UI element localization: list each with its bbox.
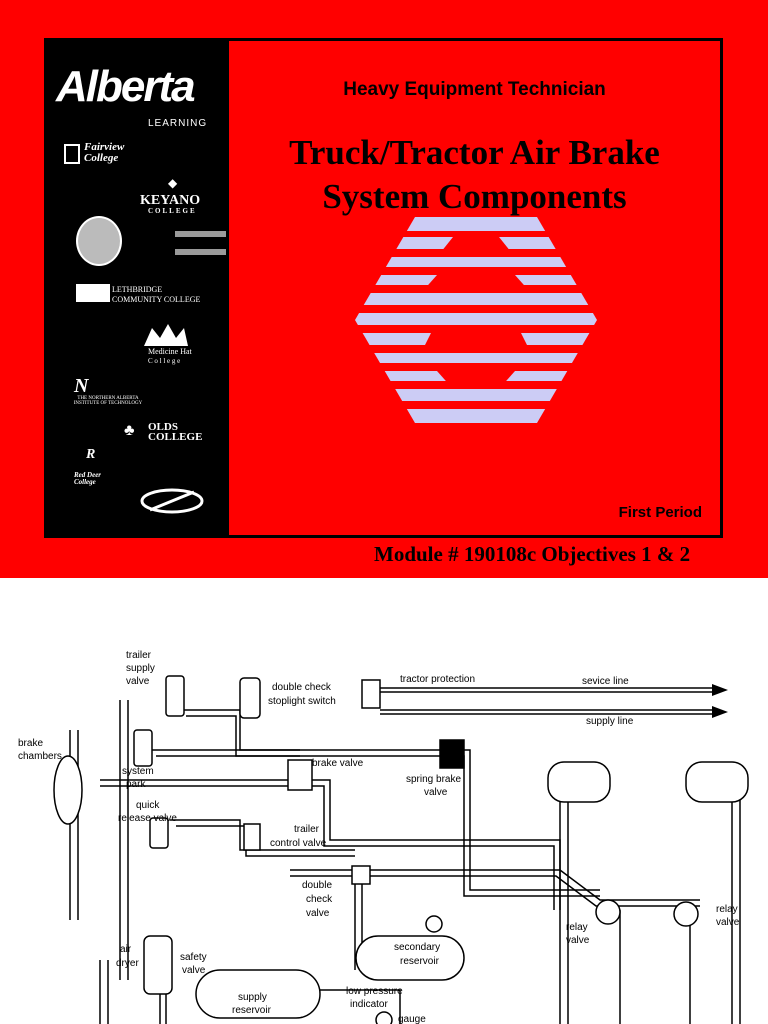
trailer-supply-valve-icon [165,675,185,717]
label-safety-valve-1: safety [180,952,207,963]
fairview-college-logo: Fairview College [84,141,125,164]
title-slide: Alberta LEARNING Fairview College ◆ KEYA… [0,0,768,578]
label-double-check-valve-1: double [302,880,332,891]
label-supply-line: supply line [586,716,634,727]
air-dryer-icon [143,935,173,995]
label-tractor-protection: tractor protection [400,674,475,685]
label-quick-release-1: quick [136,800,160,811]
label-brake-chambers-1: brake [18,738,43,749]
alberta-learning-label: LEARNING [148,118,208,129]
label-gauge: gauge [398,1014,426,1024]
rear-brake-chamber-right-icon [685,761,749,803]
label-safety-valve-2: valve [182,965,206,976]
label-trailer-supply-valve-1: trailer [126,650,152,661]
label-quick-release-2: release valve [118,813,177,824]
service-gladhand-icon [712,684,728,696]
slide-title-line2: System Components [322,177,627,216]
keyano-icon: ◆ [168,176,178,190]
label-brake-chambers-2: chambers [18,751,62,762]
nait-logo: THE NORTHERN ALBERTA INSTITUTE OF TECHNO… [73,396,143,406]
striped-hexagon-emblem [355,217,597,423]
double-check-valve-icon [239,677,261,719]
label-secondary-reservoir-2: reservoir [400,956,440,967]
label-relay-right-1: relay [716,904,738,915]
title-panel: Heavy Equipment Technician Truck/Tractor… [226,38,723,538]
fairview-icon [64,144,80,164]
label-spring-brake-1: spring brake [406,774,461,785]
label-low-pressure-2: indicator [350,999,388,1010]
secondary-reservoir-icon [355,935,465,981]
slide-title-line1: Truck/Tractor Air Brake [289,133,660,172]
label-brake-valve: brake valve [312,758,364,769]
nait-icon: N [74,375,89,397]
medicine-hat-logo-line2: C o l l e g e [148,357,181,365]
olds-leaf-icon: ♣ [124,422,135,439]
supply-reservoir-icon [195,969,321,1019]
label-relay-left-1: relay [566,922,588,933]
module-label: Module # 190108c Objectives 1 & 2 [374,542,691,566]
divider-bar-top [175,231,245,237]
medicine-hat-logo-line1: Medicine Hat [148,347,192,356]
label-trailer-supply-valve-2: supply [126,663,155,674]
supply-gladhand-icon [712,706,728,718]
label-double-check-valve-3: valve [306,908,330,919]
label-air-dryer-1: air [120,944,132,955]
divider-bar-bottom [175,249,245,255]
label-air-dryer-2: dryer [116,958,139,969]
relay-valve-right-icon [673,901,699,927]
brake-chamber-icon [53,755,83,825]
lethbridge-icon [76,284,110,302]
sait-logo-icon [140,488,204,514]
course-subtitle: Heavy Equipment Technician [343,79,606,100]
relay-valve-left-icon [595,899,621,925]
air-lines [69,687,741,1024]
pressure-gauge-icon [425,915,443,933]
label-secondary-reservoir-1: secondary [394,942,440,953]
air-brake-system-diagram: trailer supply valve brake chambers syst… [18,650,749,1024]
red-deer-icon: R [86,447,96,462]
spring-brake-valve-icon [439,739,465,769]
gauge-icon [375,1011,393,1024]
label-low-pressure-1: low pressure [346,986,403,997]
label-double-check-2: stoplight switch [268,696,336,707]
label-relay-left-2: valve [566,935,590,946]
tractor-protection-valve-icon [361,679,381,709]
label-double-check-valve-2: check [306,894,333,905]
period-label: First Period [618,504,702,521]
label-service-line: sevice line [582,676,629,687]
label-system-park-2: park [126,779,146,790]
label-relay-right-2: valve [716,917,740,928]
system-park-valve-icon [133,729,153,767]
red-deer-college-logo: Red Deer College [74,471,102,486]
label-trailer-supply-valve-3: valve [126,676,150,687]
double-check-valve-center-icon [351,865,371,885]
college-crest-icon [76,216,122,266]
lethbridge-logo-line1: LETHBRIDGE [112,285,163,294]
quick-release-valve-icon [149,817,169,849]
lethbridge-logo-line2: COMMUNITY COLLEGE [112,295,201,304]
label-system-park-1: system [122,766,154,777]
keyano-logo: KEYANO [140,193,201,208]
slide-title: Truck/Tractor Air Brake System Component… [229,131,720,219]
label-double-check-1: double check [272,682,332,693]
olds-college-logo: OLDS COLLEGE [148,421,203,443]
label-trailer-control-1: trailer [294,824,320,835]
label-supply-reservoir-1: supply [238,992,267,1003]
label-spring-brake-2: valve [424,787,448,798]
keyano-college-label: COLLEGE [148,207,197,215]
label-supply-reservoir-2: reservoir [232,1005,272,1016]
trailer-control-valve-icon [243,823,261,851]
alberta-logo: Alberta [56,62,196,111]
brake-valve-icon [287,759,313,791]
college-logos-sidebar: Alberta LEARNING Fairview College ◆ KEYA… [44,38,226,538]
label-trailer-control-2: control valve [270,838,327,849]
medicine-hat-icon [144,324,188,346]
rear-brake-chamber-left-icon [547,761,611,803]
